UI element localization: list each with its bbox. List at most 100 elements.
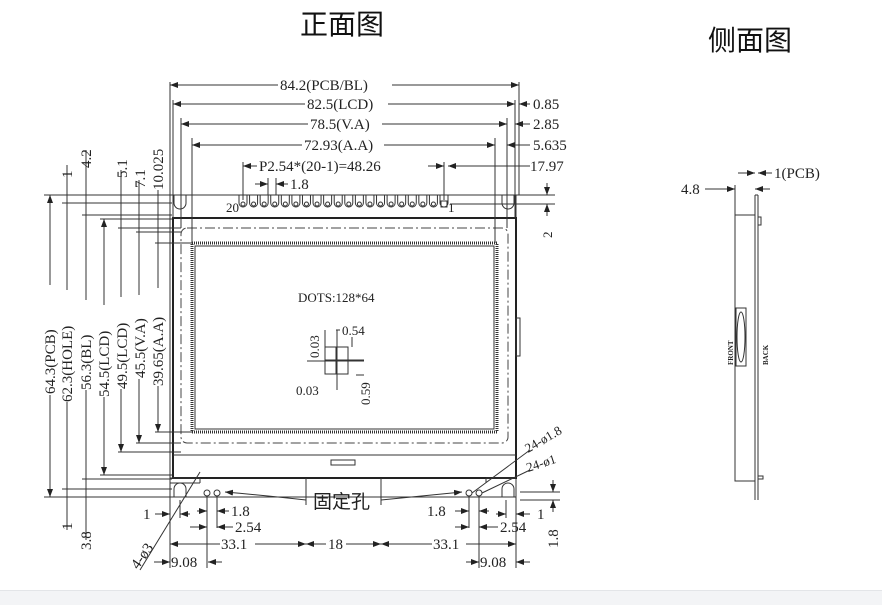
dot-gap-horizontal: 0.03 (296, 383, 319, 398)
dim-top-1: 1 (60, 171, 76, 179)
pin-hole (399, 201, 405, 207)
pin-hole (261, 201, 267, 207)
dim-hole-height: 62.3(HOLE) (60, 326, 76, 402)
dim-right-pin-pitch: 2.54 (500, 520, 527, 536)
pin-pad (354, 195, 364, 208)
dim-left-pin-pitch: 2.54 (235, 520, 262, 536)
dim-offset-285: 2.85 (533, 117, 559, 133)
viewing-area (180, 227, 509, 444)
dim-bottom-3-8: 3.8 (79, 531, 95, 550)
dim-lcd-height: 54.5(LCD) (97, 331, 113, 397)
pin-pad (397, 195, 407, 208)
dim-offset-1797: 17.97 (530, 159, 564, 175)
pin-hole (240, 201, 246, 207)
mounting-hole-tl (173, 195, 187, 210)
pin-hole (282, 201, 288, 207)
pin-hole (335, 201, 341, 207)
dim-pcb-thickness: 1(PCB) (774, 166, 820, 182)
pin-hole (314, 201, 320, 207)
dim-offset-085: 0.85 (533, 97, 559, 113)
side-view-title: 侧面图 (708, 24, 792, 57)
pin-hole (356, 201, 362, 207)
dim-va-height: 45.5(V.A) (133, 318, 149, 378)
fixing-hole-label: 固定孔 (313, 491, 370, 513)
dot-width: 0.54 (342, 323, 365, 338)
mounting-hole-bl (173, 482, 187, 497)
pin-hole (430, 201, 436, 207)
dot-height: 0.59 (358, 382, 373, 405)
dim-pcb-height: 64.3(PCB) (43, 329, 59, 394)
dim-pad-large: 24-ø1.8 (522, 423, 564, 456)
pin-pad (428, 195, 438, 208)
pin-hole (388, 201, 394, 207)
dim-pin-gap: 1.8 (290, 177, 309, 193)
dim-mounting-holes: 4-ø3 (128, 541, 157, 573)
pin-pad (344, 195, 354, 208)
dot-detail: DOTS:128*64 0.03 0.54 0.03 0.59 (296, 290, 375, 405)
pin-hole (420, 201, 426, 207)
lcd-frame (172, 217, 517, 479)
pin-pad (386, 195, 396, 208)
dim-bl-height: 56.3(BL) (79, 335, 95, 390)
pin-hole (272, 201, 278, 207)
dim-center-span: 18 (328, 537, 343, 553)
pin-pad (418, 195, 428, 208)
dot-gap-vertical: 0.03 (307, 335, 322, 358)
pin-hole (346, 201, 352, 207)
pin-pad (259, 195, 269, 208)
lcd-tab (330, 459, 356, 466)
dim-va-width: 78.5(V.A) (310, 117, 370, 133)
pin-hole (303, 201, 309, 207)
pcb-outline (169, 194, 517, 498)
mounting-hole-br (501, 482, 515, 497)
pin-pad (280, 195, 290, 208)
pin-pad (312, 195, 322, 208)
dim-left-pin-gap: 1.8 (231, 504, 250, 520)
dim-top-10-025: 10.025 (151, 149, 167, 190)
viewer-bottom-bar (0, 590, 882, 605)
dim-lcd2-height: 49.5(LCD) (115, 323, 131, 389)
dim-aa-height: 39.65(A.A) (151, 317, 167, 386)
dim-top-7-1: 7.1 (133, 169, 149, 188)
dim-right-edge: 1 (537, 507, 545, 523)
dim-bottom-1: 1 (60, 523, 76, 531)
pin-pad (270, 195, 280, 208)
pin-pad (333, 195, 343, 208)
top-dimensions: 84.2(PCB/BL) 82.5(LCD) 78.5(V.A) 72.93(A… (169, 78, 567, 243)
dim-right-offset: 9.08 (480, 555, 506, 571)
mounting-hole-tr (501, 195, 515, 210)
active-area (190, 241, 499, 434)
pin-pad (407, 195, 417, 208)
pin-hole (293, 201, 299, 207)
dim-pcb-bl-width: 84.2(PCB/BL) (280, 78, 368, 94)
pin-pad (301, 195, 311, 208)
dim-right-span: 33.1 (433, 537, 459, 553)
side-back-label: BACK (762, 344, 770, 365)
side-view: 4.8 1(PCB) FRONT BACK (681, 166, 820, 500)
dim-left-edge: 1 (143, 507, 151, 523)
dim-left-span: 33.1 (221, 537, 247, 553)
dots-label: DOTS:128*64 (298, 290, 375, 305)
dim-module-thickness: 4.8 (681, 182, 700, 198)
front-view (169, 194, 521, 505)
dim-aa-width: 72.93(A.A) (304, 138, 373, 154)
pin-pad (365, 195, 375, 208)
dim-pin-row-offset: 2 (540, 232, 555, 239)
pin-pad (376, 195, 386, 208)
pin-pad (249, 195, 259, 208)
pin-hole (378, 201, 384, 207)
dim-right-pin-gap: 1.8 (427, 504, 446, 520)
pin-hole (367, 201, 373, 207)
dim-lcd-width: 82.5(LCD) (307, 97, 373, 113)
pin-pad (291, 195, 301, 208)
pin-pad (323, 195, 333, 208)
pin-hole (440, 200, 448, 208)
pin-pad (238, 195, 248, 208)
side-front-label: FRONT (727, 340, 735, 365)
pin-row (238, 195, 449, 208)
pin-hole (325, 201, 331, 207)
pin-first-label: 20 (226, 200, 239, 215)
dim-offset-5635: 5.635 (533, 138, 567, 154)
pin-hole (409, 201, 415, 207)
